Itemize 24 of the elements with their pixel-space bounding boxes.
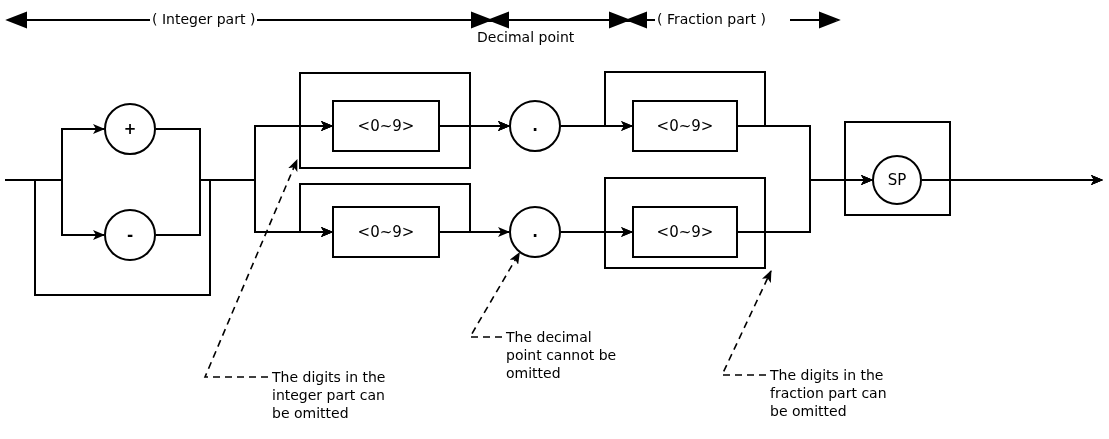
terminal-circle: + <box>104 103 156 155</box>
annotation-text: The digits in the fraction part can be omitted <box>770 366 900 434</box>
annotation-text: The decimal point cannot be omitted <box>506 328 626 396</box>
railroad-arrow <box>604 71 766 131</box>
railroad-arrow <box>439 227 510 237</box>
terminal-circle: . <box>509 100 561 152</box>
nonterminal-box: <0~9> <box>632 100 738 152</box>
nonterminal-box: <0~9> <box>632 206 738 258</box>
railroad-arrow <box>299 183 471 237</box>
leader-line <box>720 270 772 376</box>
leader-line <box>468 251 521 338</box>
range-label: ( Fraction part ) <box>655 11 768 27</box>
railroad-arrow <box>604 177 766 237</box>
range-label: Decimal point <box>475 29 577 45</box>
railroad-arrow <box>844 121 951 185</box>
leader-line <box>203 159 298 378</box>
terminal-circle: . <box>509 206 561 258</box>
nonterminal-box: <0~9> <box>332 206 440 258</box>
nonterminal-box: <0~9> <box>332 100 440 152</box>
annotation-text: The digits in the integer part can be omitted <box>272 368 397 436</box>
range-label: ( Integer part ) <box>150 11 258 27</box>
terminal-circle: SP <box>872 155 922 205</box>
railroad-arrow <box>299 72 471 131</box>
terminal-circle: - <box>104 209 156 261</box>
